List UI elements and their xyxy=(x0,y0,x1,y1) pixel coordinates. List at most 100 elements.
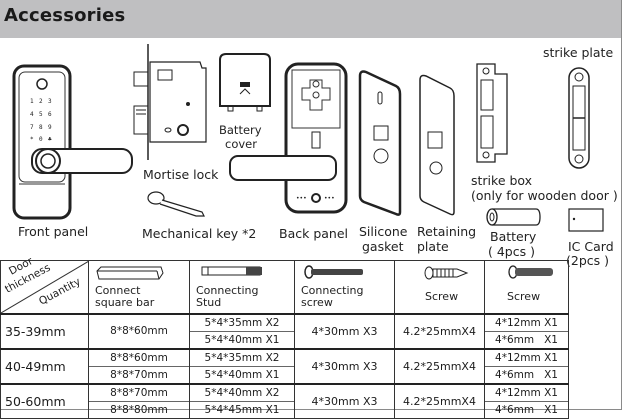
svg-text:9: 9 xyxy=(48,124,52,131)
square-bar-cell: 8*8*60mm 8*8*70mm xyxy=(88,348,190,385)
screw1-cell: 4.2*25mmX4 xyxy=(394,313,485,350)
screw2-value: 4*6mm X1 xyxy=(495,369,558,381)
square-bar-icon xyxy=(96,266,164,280)
col-header-line2: square bar xyxy=(95,296,155,309)
wood-screw-icon xyxy=(424,266,469,280)
strike-box-image xyxy=(475,62,509,164)
corner-header: Door thickness Quantity xyxy=(0,255,89,315)
stud-value: 5*4*40mm X1 xyxy=(204,369,280,381)
silicone-gasket-label-1: Silicone xyxy=(359,224,408,239)
screw2-value: 4*6mm X1 xyxy=(495,404,558,416)
svg-text:•••: ••• xyxy=(296,195,307,202)
screw2-value: 4*12mm X1 xyxy=(485,315,568,332)
stud-cell: 5*4*40mm X2 5*4*45mm X1 xyxy=(189,383,295,419)
machine-screw-icon xyxy=(508,265,553,279)
strike-box-label-2: (only for wooden door ) xyxy=(471,188,618,203)
silicone-gasket-label-2: gasket xyxy=(362,239,404,254)
svg-text:*: * xyxy=(30,136,34,143)
svg-text:♣: ♣ xyxy=(48,136,52,143)
col-header-line1: Screw xyxy=(507,290,541,303)
thickness-cell: 35-39mm xyxy=(0,313,89,350)
screw2-value: 4*6mm X1 xyxy=(495,334,558,346)
connecting-screw-cell: 4*30mm X3 xyxy=(294,313,395,350)
col-header-line1: Screw xyxy=(425,290,459,303)
battery-cover-label-2: cover xyxy=(225,137,257,151)
svg-text:5: 5 xyxy=(39,111,43,118)
stud-value: 5*4*35mm X2 xyxy=(190,350,294,367)
retaining-plate-image xyxy=(416,72,458,218)
stud-value: 5*4*40mm X2 xyxy=(190,385,294,402)
retaining-plate-label-1: Retaining xyxy=(417,224,477,239)
screw2-value: 4*12mm X1 xyxy=(485,385,568,402)
battery-image xyxy=(484,207,542,227)
silicone-gasket-image xyxy=(356,66,402,218)
stud-value: 5*4*40mm X1 xyxy=(204,334,280,346)
connecting-screw-cell: 4*30mm X3 xyxy=(294,348,395,385)
square-bar-cell: 8*8*60mm xyxy=(88,313,190,350)
screw1-cell: 4.2*25mmX4 xyxy=(394,348,485,385)
diagonal-divider xyxy=(1,261,89,313)
strike-plate-image xyxy=(567,66,591,170)
strike-box-label-1: strike box xyxy=(471,173,533,188)
svg-text:2: 2 xyxy=(39,98,43,105)
col-header-line2: screw xyxy=(301,296,333,309)
col-header-line1: Connecting xyxy=(196,284,259,297)
back-panel-image: ••• ••• xyxy=(226,62,356,214)
screw2-cell: 4*12mm X1 4*6mm X1 xyxy=(484,313,569,350)
col-header-wood-screw: Screw xyxy=(394,260,485,315)
connecting-screw-cell: 4*30mm X3 xyxy=(294,383,395,419)
col-header-line1: Connect xyxy=(95,284,141,297)
col-header-machine-screw: Screw xyxy=(484,260,569,315)
square-bar-value: 8*8*60mm xyxy=(110,325,168,337)
svg-text:•••: ••• xyxy=(324,195,335,202)
ic-card-label-1: IC Card xyxy=(568,239,614,254)
mechanical-key-label: Mechanical key *2 xyxy=(142,226,257,241)
mortise-lock-image xyxy=(128,42,208,164)
thickness-cell: 50-60mm xyxy=(0,383,89,419)
ic-card-label-2: (2pcs ) xyxy=(566,253,609,268)
square-bar-value: 8*8*80mm xyxy=(110,404,168,416)
square-bar-value: 8*8*70mm xyxy=(89,385,189,402)
square-bar-value: 8*8*60mm xyxy=(89,350,189,367)
mechanical-key-image xyxy=(146,190,210,218)
back-panel-label: Back panel xyxy=(279,226,349,241)
svg-text:6: 6 xyxy=(48,111,52,118)
connecting-screw-icon xyxy=(304,265,363,279)
svg-text:7: 7 xyxy=(30,124,34,131)
stud-value: 5*4*35mm X2 xyxy=(190,315,294,332)
screw2-value: 4*12mm X1 xyxy=(485,350,568,367)
svg-text:1: 1 xyxy=(30,98,34,105)
battery-label-1: Battery xyxy=(490,229,537,244)
square-bar-value: 8*8*70mm xyxy=(110,369,168,381)
strike-plate-label: strike plate xyxy=(543,45,614,60)
stud-cell: 5*4*35mm X2 5*4*40mm X1 xyxy=(189,348,295,385)
col-header-line1: Connecting xyxy=(301,284,364,297)
svg-text:8: 8 xyxy=(39,124,43,131)
battery-cover-label-1: Battery xyxy=(219,123,262,137)
section-title: Accessories xyxy=(4,5,126,26)
screw2-cell: 4*12mm X1 4*6mm X1 xyxy=(484,348,569,385)
stud-value: 5*4*45mm X1 xyxy=(204,404,280,416)
front-panel-label: Front panel xyxy=(18,224,89,239)
square-bar-cell: 8*8*70mm 8*8*80mm xyxy=(88,383,190,419)
stud-icon xyxy=(201,266,262,276)
svg-text:0: 0 xyxy=(39,136,43,143)
svg-text:3: 3 xyxy=(48,98,52,105)
mortise-lock-label: Mortise lock xyxy=(143,167,219,182)
ic-card-image xyxy=(567,207,605,233)
col-header-line2: Stud xyxy=(196,296,222,309)
thickness-cell: 40-49mm xyxy=(0,348,89,385)
svg-text:4: 4 xyxy=(30,111,34,118)
stud-cell: 5*4*35mm X2 5*4*40mm X1 xyxy=(189,313,295,350)
battery-label-2: ( 4pcs ) xyxy=(488,244,535,259)
retaining-plate-label-2: plate xyxy=(417,239,449,254)
